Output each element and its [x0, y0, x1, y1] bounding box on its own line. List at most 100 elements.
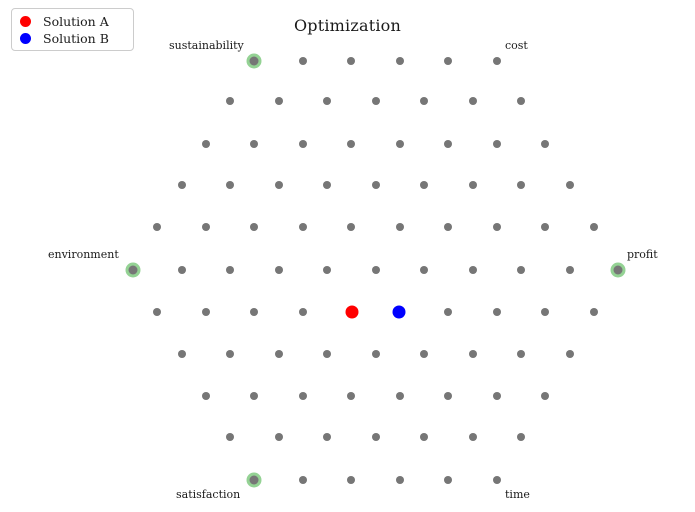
lattice-node[interactable]: [323, 266, 331, 274]
lattice-node[interactable]: [517, 181, 525, 189]
lattice-node[interactable]: [469, 433, 477, 441]
legend-swatch-solution-a-icon: [20, 16, 31, 27]
corner-label-profit: profit: [627, 248, 658, 261]
lattice-node[interactable]: [202, 392, 210, 400]
lattice-node[interactable]: [493, 57, 501, 65]
lattice-node[interactable]: [323, 181, 331, 189]
lattice-node[interactable]: [444, 57, 452, 65]
lattice-node[interactable]: [226, 433, 234, 441]
lattice-node[interactable]: [396, 140, 404, 148]
lattice-node[interactable]: [493, 392, 501, 400]
corner-label-environment: environment: [48, 248, 119, 261]
lattice-node[interactable]: [444, 140, 452, 148]
lattice-node[interactable]: [347, 476, 355, 484]
lattice-node[interactable]: [226, 266, 234, 274]
lattice-node[interactable]: [396, 57, 404, 65]
lattice-node[interactable]: [396, 223, 404, 231]
lattice-node[interactable]: [566, 350, 574, 358]
lattice-node[interactable]: [275, 97, 283, 105]
lattice-node[interactable]: [517, 350, 525, 358]
lattice-node[interactable]: [275, 181, 283, 189]
lattice-node[interactable]: [541, 308, 549, 316]
lattice-node[interactable]: [493, 308, 501, 316]
lattice-node[interactable]: [566, 181, 574, 189]
lattice-node[interactable]: [541, 223, 549, 231]
lattice-node[interactable]: [250, 223, 258, 231]
lattice-node[interactable]: [299, 476, 307, 484]
lattice-node[interactable]: [590, 223, 598, 231]
lattice-node[interactable]: [566, 266, 574, 274]
legend-item-solution-a[interactable]: Solution A: [20, 13, 127, 30]
lattice-node[interactable]: [323, 350, 331, 358]
lattice-node[interactable]: [420, 181, 428, 189]
lattice-node[interactable]: [178, 350, 186, 358]
lattice-node[interactable]: [372, 433, 380, 441]
lattice-node[interactable]: [275, 266, 283, 274]
chart-legend: Solution A Solution B: [11, 8, 134, 51]
lattice-node[interactable]: [299, 140, 307, 148]
lattice-node[interactable]: [299, 392, 307, 400]
lattice-node[interactable]: [396, 476, 404, 484]
lattice-node[interactable]: [372, 181, 380, 189]
lattice-node[interactable]: [153, 308, 161, 316]
lattice-node[interactable]: [444, 476, 452, 484]
lattice-node[interactable]: [517, 266, 525, 274]
lattice-node[interactable]: [493, 476, 501, 484]
lattice-node[interactable]: [444, 308, 452, 316]
lattice-node[interactable]: [299, 223, 307, 231]
corner-label-cost: cost: [505, 39, 528, 52]
solution-marker-solution-b[interactable]: [392, 305, 406, 319]
lattice-node[interactable]: [372, 350, 380, 358]
lattice-node[interactable]: [420, 97, 428, 105]
lattice-node[interactable]: [517, 97, 525, 105]
lattice-node[interactable]: [202, 223, 210, 231]
lattice-node[interactable]: [275, 433, 283, 441]
lattice-node[interactable]: [347, 392, 355, 400]
lattice-node[interactable]: [299, 308, 307, 316]
lattice-node[interactable]: [347, 140, 355, 148]
lattice-node[interactable]: [275, 350, 283, 358]
lattice-node[interactable]: [178, 181, 186, 189]
lattice-node[interactable]: [250, 140, 258, 148]
lattice-node[interactable]: [323, 97, 331, 105]
lattice-node[interactable]: [250, 392, 258, 400]
lattice-node[interactable]: [396, 392, 404, 400]
corner-label-sustainability: sustainability: [169, 39, 244, 52]
page-title: Optimization: [293, 16, 402, 35]
lattice-node[interactable]: [493, 223, 501, 231]
lattice-node[interactable]: [178, 266, 186, 274]
lattice-node[interactable]: [226, 350, 234, 358]
lattice-node[interactable]: [590, 308, 598, 316]
lattice-node[interactable]: [153, 223, 161, 231]
lattice-node-core-satisfaction: [249, 475, 259, 485]
lattice-node[interactable]: [323, 433, 331, 441]
lattice-node[interactable]: [226, 181, 234, 189]
lattice-node[interactable]: [541, 392, 549, 400]
lattice-node[interactable]: [469, 266, 477, 274]
lattice-node[interactable]: [299, 57, 307, 65]
lattice-node[interactable]: [347, 223, 355, 231]
legend-item-solution-b[interactable]: Solution B: [20, 30, 127, 47]
lattice-node[interactable]: [202, 308, 210, 316]
lattice-node[interactable]: [444, 223, 452, 231]
lattice-node[interactable]: [444, 392, 452, 400]
lattice-node[interactable]: [469, 181, 477, 189]
solution-marker-solution-a[interactable]: [345, 305, 359, 319]
lattice-node[interactable]: [347, 57, 355, 65]
lattice-node[interactable]: [469, 350, 477, 358]
lattice-node[interactable]: [420, 433, 428, 441]
lattice-node-core-environment: [128, 265, 138, 275]
lattice-node[interactable]: [420, 350, 428, 358]
lattice-node[interactable]: [202, 140, 210, 148]
lattice-node[interactable]: [372, 97, 380, 105]
lattice-node[interactable]: [517, 433, 525, 441]
lattice-node[interactable]: [372, 266, 380, 274]
lattice-node[interactable]: [493, 140, 501, 148]
lattice-node[interactable]: [226, 97, 234, 105]
lattice-node[interactable]: [469, 97, 477, 105]
lattice-node[interactable]: [420, 266, 428, 274]
legend-swatch-solution-b-icon: [20, 33, 31, 44]
lattice-node[interactable]: [541, 140, 549, 148]
lattice-node[interactable]: [250, 308, 258, 316]
lattice-node-core-profit: [613, 265, 623, 275]
